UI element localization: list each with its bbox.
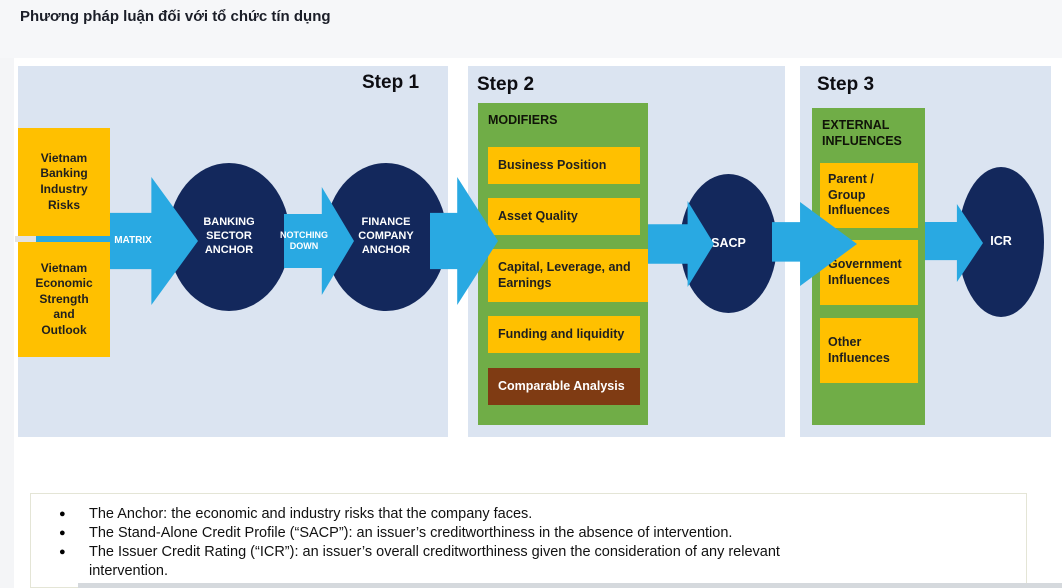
step1-to-step2-arrow-icon bbox=[430, 177, 498, 305]
external-influences-header: EXTERNAL INFLUENCES bbox=[822, 118, 902, 149]
notching-down-arrow-label: NOTCHING DOWN bbox=[280, 229, 328, 251]
step3-label: Step 3 bbox=[817, 74, 875, 95]
modifiers-header: MODIFIERS bbox=[488, 113, 558, 127]
modifiers-to-sacp-arrow-icon bbox=[648, 201, 714, 287]
note-sacp: ● The Stand-Alone Credit Profile (“SACP”… bbox=[55, 524, 1006, 543]
bullet-icon: ● bbox=[59, 508, 66, 520]
bullet-icon: ● bbox=[59, 527, 66, 539]
step2-label: Step 2 bbox=[477, 74, 535, 95]
connector-stripe-gray bbox=[15, 236, 36, 242]
note-icr: ● The Issuer Credit Rating (“ICR”): an i… bbox=[55, 543, 1006, 581]
bottom-divider bbox=[78, 583, 1062, 588]
matrix-arrow-label: MATRIX bbox=[114, 234, 152, 246]
arrow-shape bbox=[648, 201, 714, 287]
left-gutter bbox=[0, 58, 14, 588]
banking-industry-risks-box: Vietnam Banking Industry Risks bbox=[18, 128, 110, 236]
definitions-notes-box: ● The Anchor: the economic and industry … bbox=[30, 493, 1027, 588]
top-band bbox=[0, 0, 1062, 58]
arrow-shape bbox=[430, 177, 498, 305]
modifier-business-position: Business Position bbox=[488, 147, 640, 184]
note-icr-text: The Issuer Credit Rating (“ICR”): an iss… bbox=[89, 544, 780, 579]
arrow-shape bbox=[925, 204, 983, 282]
economic-strength-outlook-box: Vietnam Economic Strength and Outlook bbox=[18, 242, 110, 357]
sacp-to-step3-arrow-icon bbox=[772, 202, 857, 286]
modifier-funding-liquidity: Funding and liquidity bbox=[488, 316, 640, 353]
bullet-icon: ● bbox=[59, 546, 66, 558]
note-anchor-text: The Anchor: the economic and industry ri… bbox=[89, 506, 533, 522]
note-sacp-text: The Stand-Alone Credit Profile (“SACP”):… bbox=[89, 525, 733, 541]
influence-other: Other Influences bbox=[820, 318, 918, 383]
matrix-arrow-icon: MATRIX bbox=[110, 177, 198, 305]
modifier-asset-quality: Asset Quality bbox=[488, 198, 640, 235]
influence-parent-group: Parent / Group Influences bbox=[820, 163, 918, 228]
modifier-comparable-analysis: Comparable Analysis bbox=[488, 368, 640, 405]
note-anchor: ● The Anchor: the economic and industry … bbox=[55, 505, 1006, 524]
page-title: Phương pháp luận đối với tổ chức tín dụn… bbox=[20, 8, 331, 25]
connector-stripe-blue bbox=[36, 236, 110, 242]
notching-down-arrow-icon: NOTCHING DOWN bbox=[280, 187, 354, 295]
modifier-capital-leverage-earnings: Capital, Leverage, and Earnings bbox=[488, 249, 648, 302]
arrow-shape bbox=[772, 202, 857, 286]
external-to-icr-arrow-icon bbox=[925, 204, 983, 282]
step1-label: Step 1 bbox=[362, 72, 420, 93]
